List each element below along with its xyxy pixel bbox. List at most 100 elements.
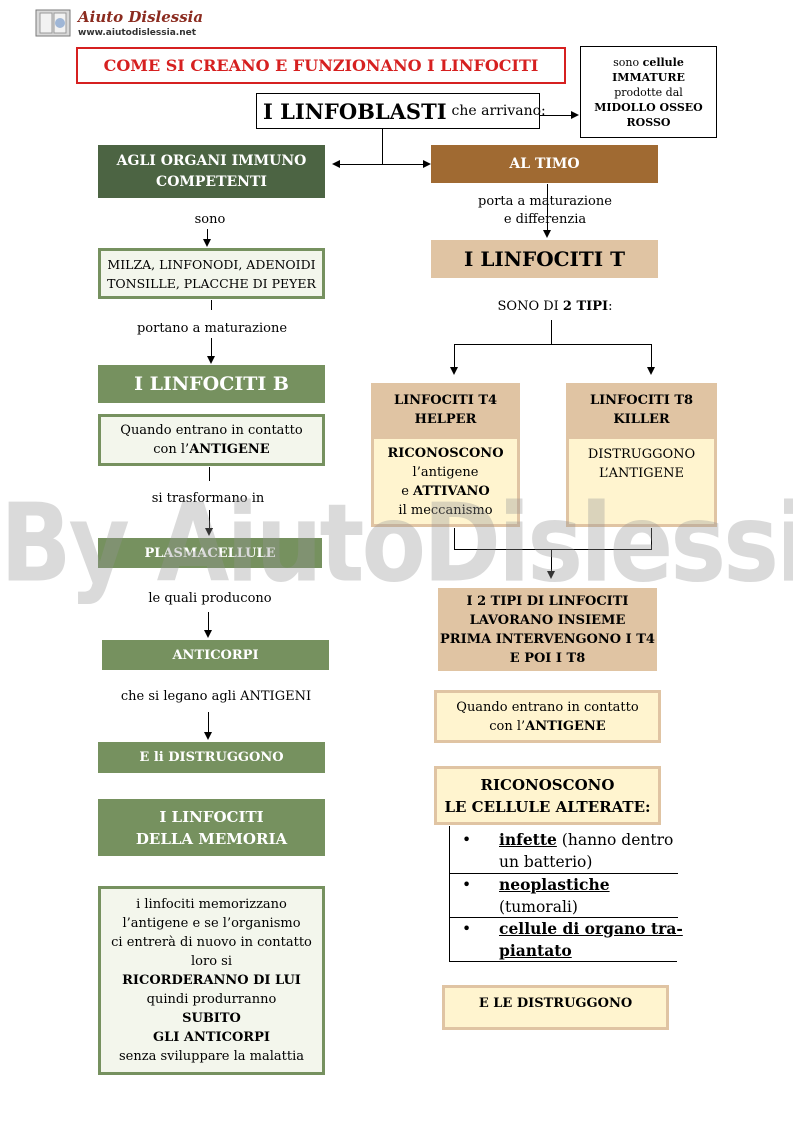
connector xyxy=(208,712,209,732)
memoria-text-6: quindi produrranno xyxy=(146,992,277,1007)
t4-h1: LINFOCITI T4 xyxy=(393,392,498,408)
page-title: COME SI CREANO E FUNZIONANO I LINFOCITI xyxy=(76,47,566,84)
connector xyxy=(211,300,212,310)
insieme-l2: LAVORANO INSIEME xyxy=(469,612,626,628)
memoria-text-2: l’antigene e se l’organismo xyxy=(122,916,301,931)
t8-h1: LINFOCITI T8 xyxy=(589,392,694,408)
bullet-icon: • xyxy=(462,831,472,849)
connector xyxy=(211,338,212,356)
contatto-line2a: con l’ xyxy=(153,442,190,457)
riconoscono-box: RICONOSCONO LE CELLULE ALTERATE: xyxy=(434,766,661,825)
memoria-text-1: i linfociti memorizzano xyxy=(136,897,287,912)
note-line3: prodotte dal xyxy=(614,85,683,99)
contatto-box-left: Quando entrano in contatto con l’ANTIGEN… xyxy=(98,414,325,466)
arrow-down xyxy=(543,230,551,238)
note-line4: MIDOLLO OSSEO xyxy=(594,100,703,114)
connector xyxy=(547,184,548,230)
label-tipi: SONO DI 2 TIPI: xyxy=(450,299,660,314)
t4-header: LINFOCITI T4 HELPER xyxy=(371,383,520,436)
tipi-c: : xyxy=(608,299,613,314)
t4-b3a: e xyxy=(401,483,414,499)
contatto-r-line1: Quando entrano in contatto xyxy=(456,699,639,715)
organs-line2: COMPETENTI xyxy=(156,173,267,190)
riconoscono-l1: RICONOSCONO xyxy=(480,775,615,794)
arrow-right xyxy=(423,160,431,168)
list-item: • cellule di organo tra- piantato xyxy=(450,918,683,962)
organs-box: AGLI ORGANI IMMUNO COMPETENTI xyxy=(98,145,325,198)
milza-line2: TONSILLE, PLACCHE DI PEYER xyxy=(107,275,316,291)
bullet-1-bold: infette xyxy=(499,830,557,849)
arrow-down xyxy=(204,732,212,740)
label-trasformano: si trasformano in xyxy=(151,491,265,506)
logo-title: Aiuto Dislessia xyxy=(78,8,204,26)
bullet-icon: • xyxy=(462,876,472,894)
note-box: sono cellule IMMATURE prodotte dal MIDOL… xyxy=(580,46,717,138)
memoria-text-4: loro si xyxy=(191,954,232,969)
label-legano: che si legano agli ANTIGENI xyxy=(120,689,312,704)
insieme-l4: E POI I T8 xyxy=(509,650,586,666)
riconoscono-l2: LE CELLULE ALTERATE: xyxy=(444,797,651,816)
milza-line1: MILZA, LINFONODI, ADENOIDI xyxy=(107,256,316,272)
connector xyxy=(208,612,209,630)
note-line5: ROSSO xyxy=(626,115,671,129)
bullet-1-line2: un batterio) xyxy=(499,853,593,871)
connector xyxy=(209,467,210,481)
arrow-down xyxy=(205,528,213,536)
contatto-r-line2a: con l’ xyxy=(489,718,526,734)
connector xyxy=(382,129,383,164)
contatto-line2b: ANTIGENE xyxy=(189,442,270,457)
connector xyxy=(651,528,652,549)
insieme-box: I 2 TIPI DI LINFOCITI LAVORANO INSIEME P… xyxy=(438,588,657,671)
connector xyxy=(454,528,455,549)
t8-body: DISTRUGGONO L’ANTIGENE xyxy=(566,436,717,527)
arrow-down xyxy=(207,356,215,364)
insieme-l3: PRIMA INTERVENGONO I T4 xyxy=(440,631,655,647)
connector xyxy=(209,510,210,528)
bullet-3-line2: piantato xyxy=(499,941,572,960)
bullet-2-bold: neoplastiche xyxy=(499,875,610,894)
tipi-b: 2 TIPI xyxy=(562,299,609,314)
connector xyxy=(207,229,208,239)
linfociti-t-box: I LINFOCITI T xyxy=(431,240,658,278)
connector xyxy=(551,549,552,571)
connector xyxy=(551,320,552,344)
linfociti-b-box: I LINFOCITI B xyxy=(98,365,325,403)
memoria-text-7: SUBITO xyxy=(182,1011,241,1026)
list-item: • infette (hanno dentro un batterio) xyxy=(450,829,678,874)
label-portano: portano a maturazione xyxy=(136,321,288,336)
arrow-left xyxy=(332,160,340,168)
memoria-box: I LINFOCITI DELLA MEMORIA xyxy=(98,799,325,856)
memoria-text-5: RICORDERANNO DI LUI xyxy=(122,973,301,988)
contatto-line1: Quando entrano in contatto xyxy=(120,423,303,438)
linfoblasti-title: I LINFOBLASTI xyxy=(263,98,447,124)
t8-header: LINFOCITI T8 KILLER xyxy=(566,383,717,436)
t4-h2: HELPER xyxy=(414,411,477,427)
arrow-down xyxy=(450,367,458,375)
bullet-icon: • xyxy=(462,920,472,938)
contatto-box-right: Quando entrano in contatto con l’ANTIGEN… xyxy=(434,690,661,743)
list-item: • neoplastiche (tumorali) xyxy=(450,874,678,918)
bullet-2-line2: (tumorali) xyxy=(499,898,578,916)
timo-box: AL TIMO xyxy=(431,145,658,183)
connector xyxy=(454,344,652,345)
logo[interactable]: Aiuto Dislessia www.aiutodislessia.net xyxy=(34,6,203,42)
plasmacellule-box: PLASMACELLULE xyxy=(98,538,322,568)
distruggono-box-left: E li DISTRUGGONO xyxy=(98,742,325,773)
arrow-down xyxy=(204,630,212,638)
bullet-1-rest: (hanno dentro xyxy=(556,831,674,849)
connector xyxy=(454,344,455,367)
note-line2: IMMATURE xyxy=(612,70,685,84)
linfoblasti-sub: che arrivano: xyxy=(451,103,546,119)
connector xyxy=(454,549,652,550)
anticorpi-box: ANTICORPI xyxy=(102,640,329,670)
label-sono: sono xyxy=(194,212,226,227)
t8-b1: DISTRUGGONO xyxy=(587,447,696,462)
note-line1: sono xyxy=(613,55,640,69)
memoria-line2: DELLA MEMORIA xyxy=(135,829,288,848)
insieme-l1: I 2 TIPI DI LINFOCITI xyxy=(466,593,629,609)
memoria-text-3: ci entrerà di nuovo in contatto xyxy=(111,935,312,950)
memoria-text-8: GLI ANTICORPI xyxy=(153,1030,270,1045)
label-porta: porta a maturazione e differenzia xyxy=(440,193,650,229)
contatto-r-line2b: ANTIGENE xyxy=(525,718,606,734)
label-producono: le quali producono xyxy=(148,591,272,606)
